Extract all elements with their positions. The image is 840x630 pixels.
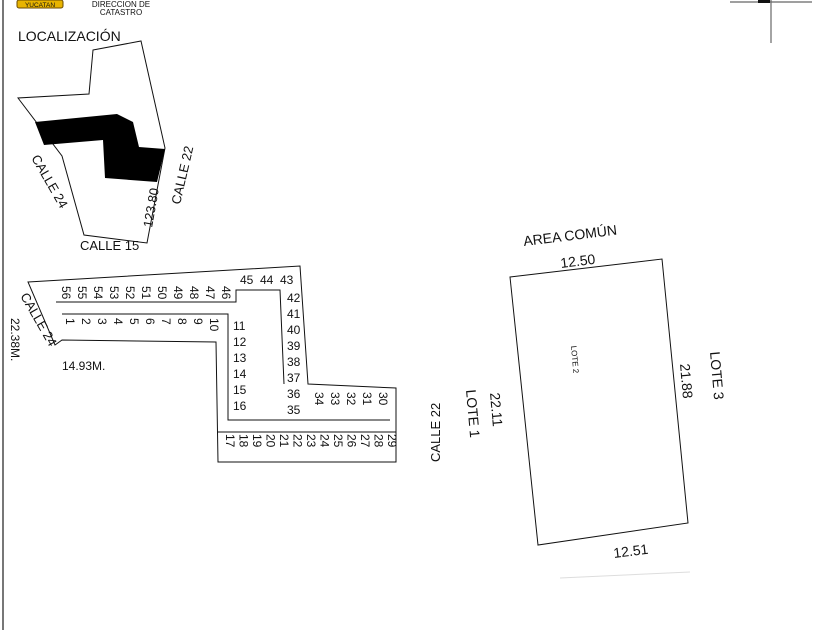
lot-number: 29 [385, 434, 399, 448]
lot-number: 20 [264, 434, 278, 448]
lot-number: 52 [123, 286, 137, 300]
location-map [17, 40, 166, 244]
lot-number: 14 [233, 367, 247, 381]
lot-number: 50 [155, 286, 169, 300]
lot-number: 51 [139, 286, 153, 300]
right-neighbor: LOTE 3 [707, 351, 727, 401]
lot-number: 48 [187, 286, 201, 300]
lot-number: 33 [328, 392, 342, 406]
lot-number: 10 [207, 318, 221, 332]
right-dimension: 21.88 [677, 363, 696, 400]
logo: YUCATAN [16, 0, 64, 9]
lot-number: 16 [233, 399, 247, 413]
lot-number: 9 [191, 318, 205, 325]
left-neighbor: LOTE 1 [463, 389, 483, 439]
department-line2: CATASTRO [100, 8, 142, 17]
lot-number: 22 [291, 434, 305, 448]
lot-number: 4 [111, 318, 125, 325]
lot-number: 56 [59, 286, 73, 300]
lot-number: 55 [75, 286, 89, 300]
lot-number: 47 [203, 286, 217, 300]
lot-number: 2 [79, 318, 93, 325]
lot-number: 24 [318, 434, 332, 448]
lot-number: 25 [331, 434, 345, 448]
lot-number: 44 [260, 273, 274, 287]
dimension-front: 14.93M. [62, 359, 105, 373]
lot-number: 15 [233, 383, 247, 397]
lot-number: 1 [63, 318, 77, 325]
lot-number: 35 [287, 403, 301, 417]
lot-number: 39 [287, 339, 301, 353]
lot-number: 8 [175, 318, 189, 325]
lot-number: 36 [287, 387, 301, 401]
lot-number: 18 [237, 434, 251, 448]
dimension-side: 22.38M. [8, 318, 22, 361]
lot-number: 49 [171, 286, 185, 300]
lot-number: 43 [280, 273, 294, 287]
lot-label: LOTE 2 [569, 345, 580, 374]
lot-2-boundary [509, 258, 689, 546]
lot-number: 26 [345, 434, 359, 448]
location-title: LOCALIZACIÓN [18, 28, 121, 44]
lot-number: 53 [107, 286, 121, 300]
subdivision-plan [27, 265, 397, 463]
lot-number: 27 [358, 434, 372, 448]
subdivision-street-left: CALLE 24 [17, 290, 60, 349]
department-line1: DIRECCION DE [92, 0, 150, 9]
logo-text: YUCATAN [25, 2, 55, 9]
lot-number: 11 [233, 319, 246, 333]
north-arrow-icon [730, 0, 812, 43]
lot-number: 28 [372, 434, 386, 448]
location-dimension: 123.80 [140, 187, 162, 229]
faint-line [559, 571, 691, 579]
top-dimension: 12.50 [559, 251, 596, 271]
lot-number: 40 [287, 323, 301, 337]
lot-number: 17 [223, 434, 237, 448]
lot-number: 3 [95, 318, 109, 325]
lot-number: 38 [287, 355, 301, 369]
lot-number: 30 [376, 392, 390, 406]
area-comun-label: AREA COMÚN [522, 222, 617, 249]
lot-number: 6 [143, 318, 157, 325]
lot-number: 34 [312, 392, 326, 406]
location-street-left: CALLE 24 [28, 152, 71, 211]
lot-number: 54 [91, 286, 105, 300]
lot-number: 23 [304, 434, 318, 448]
location-street-bottom: CALLE 15 [80, 238, 139, 253]
lot-number: 5 [127, 318, 141, 325]
lot-number: 32 [344, 392, 358, 406]
bottom-dimension: 12.51 [612, 541, 649, 561]
lot-number: 45 [240, 273, 254, 287]
lot-number: 13 [233, 351, 247, 365]
lot-number: 37 [287, 371, 301, 385]
lot-number: 7 [159, 318, 173, 325]
lot-number: 21 [277, 434, 291, 448]
lot-number: 19 [250, 434, 264, 448]
left-dimension: 22.11 [487, 392, 506, 427]
lot-number: 31 [360, 392, 374, 406]
lot-number: 41 [287, 307, 301, 321]
location-street-right: CALLE 22 [168, 145, 196, 206]
lot-number: 46 [219, 286, 233, 300]
subdivision-street-right: CALLE 22 [428, 403, 443, 462]
lot-number: 12 [233, 335, 247, 349]
lot-number: 42 [287, 291, 301, 305]
